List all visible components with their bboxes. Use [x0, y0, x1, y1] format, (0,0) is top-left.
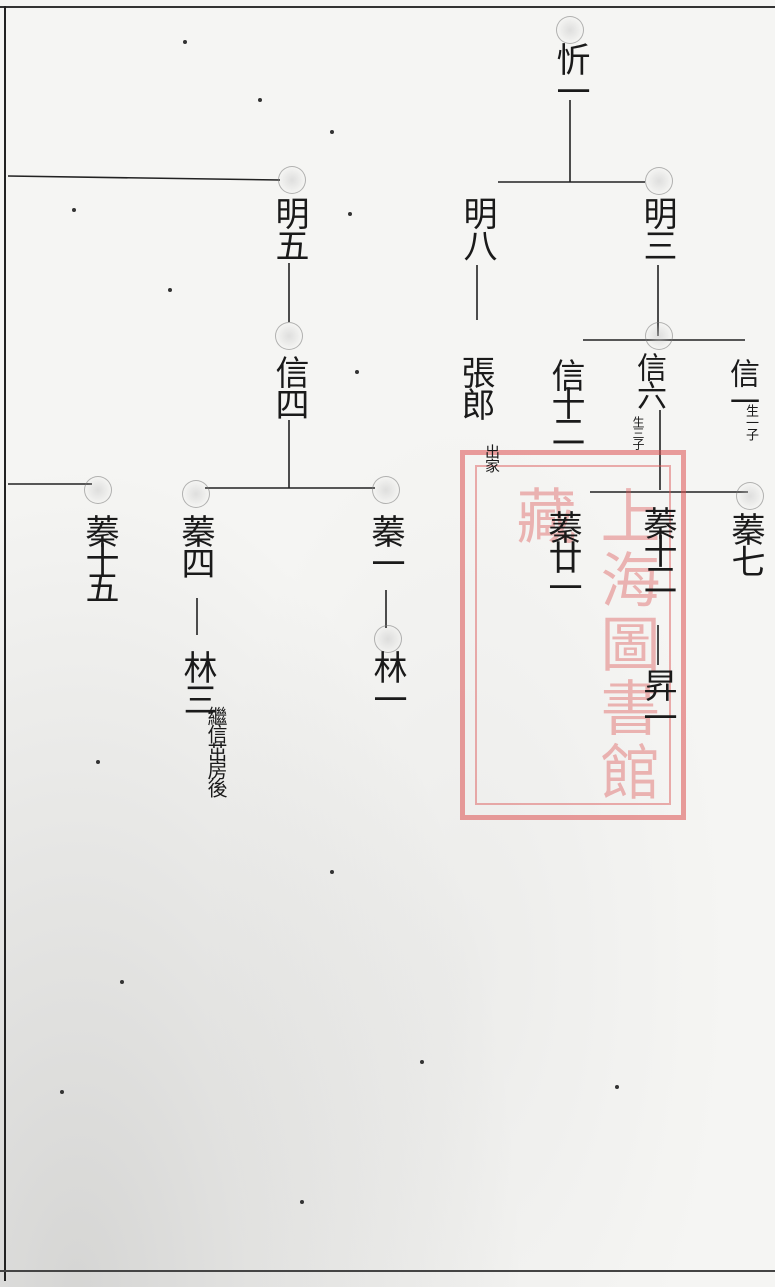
node-mark: [645, 322, 673, 350]
stamp-text: 上海圖書館藏: [506, 485, 660, 805]
ink-speck: [615, 1085, 619, 1089]
node-mark: [278, 166, 306, 194]
node-mark: [182, 480, 210, 508]
node-qin4: 蓁四: [175, 514, 215, 578]
node-xin1: 忻一: [550, 42, 590, 106]
node-mark: [275, 322, 303, 350]
ink-speck: [60, 1090, 64, 1094]
ink-speck: [120, 980, 124, 984]
ink-speck: [96, 760, 100, 764]
node-mark: [372, 476, 400, 504]
library-seal-stamp: 上海圖書館藏: [460, 450, 686, 820]
node-xin1b: 信一: [724, 358, 759, 414]
node-ming8: 明八: [457, 196, 497, 260]
node-ming3: 明三: [637, 196, 677, 260]
node-ming5: 明五: [269, 196, 309, 260]
node-qin21: 蓁廿一: [542, 510, 582, 600]
node-xin12: 信十二: [545, 358, 585, 442]
ink-speck: [420, 1060, 424, 1064]
ink-speck: [72, 208, 76, 212]
node-mark: [645, 167, 673, 195]
ink-speck: [330, 870, 334, 874]
ink-speck: [330, 130, 334, 134]
note-xin6: 生三子: [631, 416, 645, 449]
node-qin1: 蓁一: [365, 514, 405, 578]
node-xin4: 信四: [269, 355, 309, 419]
note-lin3: 繼信茁房後: [204, 706, 228, 796]
node-qin12: 蓁十二: [637, 506, 677, 590]
node-qin7: 蓁七: [725, 512, 765, 576]
node-mark: [556, 16, 584, 44]
node-sheng1: 昇一: [637, 668, 677, 732]
frame-bottom-border: [0, 1270, 775, 1272]
node-lin3: 林三: [177, 650, 217, 714]
ink-speck: [300, 1200, 304, 1204]
ink-speck: [183, 40, 187, 44]
note-zhanglang: 出家: [483, 444, 501, 472]
node-mark: [84, 476, 112, 504]
node-xin6: 信六: [631, 352, 666, 408]
ink-speck: [348, 212, 352, 216]
frame-left-border: [4, 6, 6, 1281]
frame-top-border: [0, 6, 775, 8]
ink-speck: [355, 370, 359, 374]
ink-speck: [258, 98, 262, 102]
ink-speck: [168, 288, 172, 292]
node-qin15: 蓁十五: [79, 514, 119, 598]
node-lin1: 林一: [367, 650, 407, 714]
note-xin1b: 生一子: [743, 404, 758, 440]
node-mark: [374, 625, 402, 653]
node-mark: [736, 482, 764, 510]
node-zhanglang: 張郎: [455, 355, 495, 419]
